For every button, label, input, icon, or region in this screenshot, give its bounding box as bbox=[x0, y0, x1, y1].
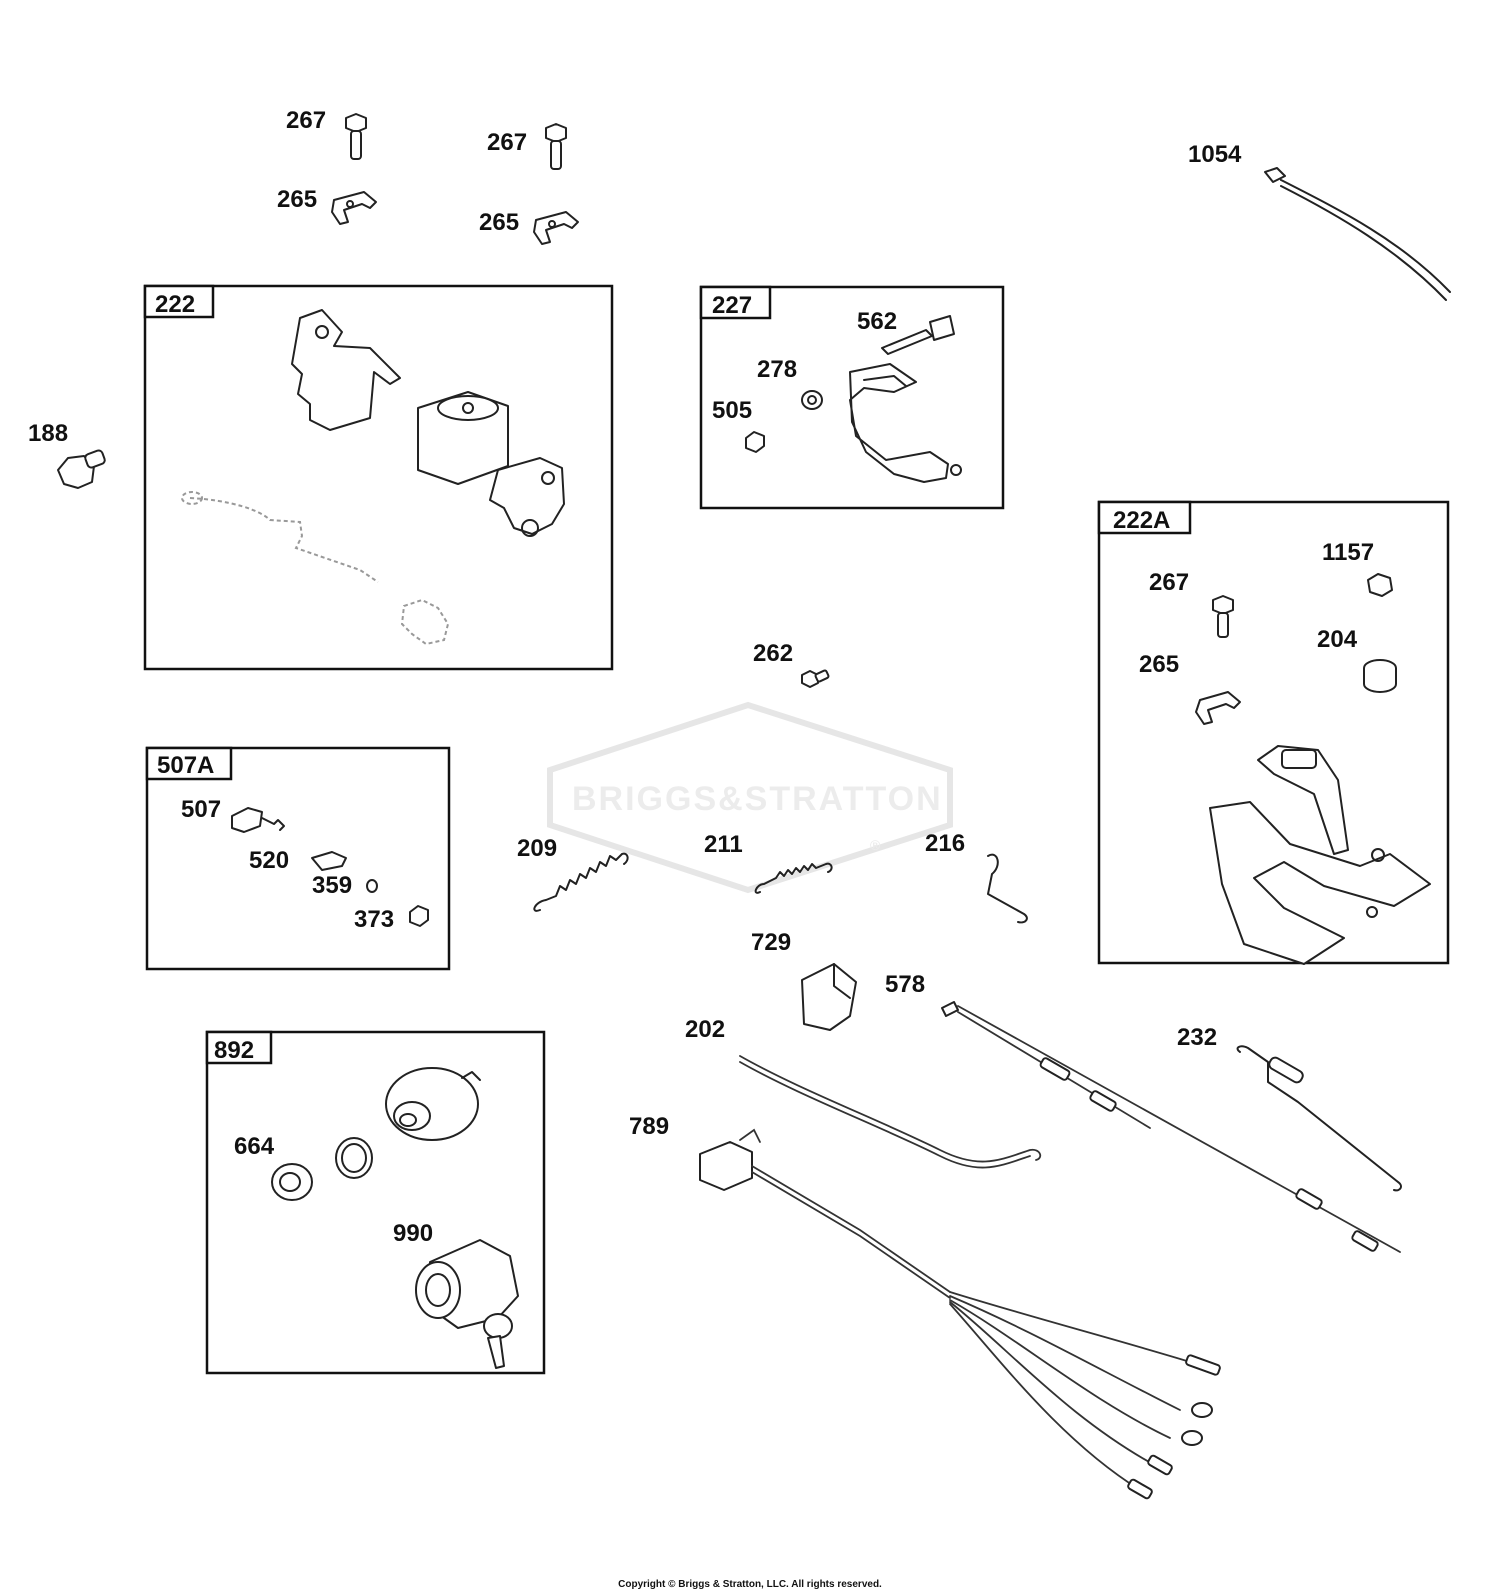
wiring-harness-789-icon bbox=[699, 1128, 1221, 1500]
terminal-507A-parts bbox=[231, 807, 429, 927]
callout-188: 188 bbox=[28, 420, 68, 447]
boot-729-icon bbox=[801, 963, 857, 1031]
callout-267-c: 267 bbox=[1149, 569, 1189, 596]
callout-1054: 1054 bbox=[1188, 141, 1242, 168]
watermark: BRIGGS&STRATTON ® bbox=[547, 701, 953, 894]
group-label-507A: 507A bbox=[157, 752, 214, 779]
callout-216: 216 bbox=[925, 830, 965, 857]
group-892: 892 bbox=[205, 1030, 546, 1375]
group-label-222: 222 bbox=[155, 291, 195, 318]
callout-520: 520 bbox=[249, 847, 289, 874]
screw-icon bbox=[801, 669, 830, 688]
rod-202-icon bbox=[739, 1055, 1042, 1169]
watermark-mark: ® bbox=[870, 837, 882, 853]
bolt-icon bbox=[345, 113, 367, 160]
ignition-switch-892-parts bbox=[271, 1067, 519, 1369]
group-222: 222 bbox=[143, 284, 614, 671]
group-507A: 507A bbox=[145, 746, 451, 971]
spring-232-icon bbox=[1236, 1045, 1402, 1192]
group-label-222A: 222A bbox=[1113, 507, 1170, 534]
callout-507: 507 bbox=[181, 796, 221, 823]
callout-267-a: 267 bbox=[286, 107, 326, 134]
clip-icon bbox=[533, 211, 579, 245]
group-label-227: 227 bbox=[712, 292, 752, 319]
callout-578: 578 bbox=[885, 971, 925, 998]
callout-729: 729 bbox=[751, 929, 791, 956]
copyright-notice: Copyright © Briggs & Stratton, LLC. All … bbox=[618, 1579, 882, 1590]
callout-789: 789 bbox=[629, 1113, 669, 1140]
bolt-icon bbox=[545, 123, 567, 170]
callout-209: 209 bbox=[517, 835, 557, 862]
watermark-text: BRIGGS&STRATTON bbox=[572, 780, 943, 818]
callout-232: 232 bbox=[1177, 1024, 1217, 1051]
link-216-icon bbox=[987, 853, 1028, 924]
callout-1157: 1157 bbox=[1322, 539, 1374, 566]
spring-211-icon bbox=[754, 862, 833, 894]
callout-262: 262 bbox=[753, 640, 793, 667]
callout-265-b: 265 bbox=[479, 209, 519, 236]
throttle-control-222A-parts bbox=[1195, 573, 1431, 965]
callouts: 267 267 265 265 1054 188 562 278 505 115… bbox=[28, 107, 1374, 1247]
cable-tie-icon bbox=[1264, 167, 1451, 301]
cable-578-icon bbox=[941, 1001, 1401, 1253]
group-222A: 222A bbox=[1097, 500, 1450, 965]
callout-267-b: 267 bbox=[487, 129, 527, 156]
callout-505: 505 bbox=[712, 397, 752, 424]
callout-204: 204 bbox=[1317, 626, 1358, 653]
control-bracket-assembly bbox=[181, 309, 565, 646]
callout-359: 359 bbox=[312, 872, 352, 899]
callout-265-c: 265 bbox=[1139, 651, 1179, 678]
callout-278: 278 bbox=[757, 356, 797, 383]
callout-211: 211 bbox=[704, 831, 743, 858]
callout-202: 202 bbox=[685, 1016, 725, 1043]
callout-664: 664 bbox=[234, 1133, 275, 1160]
callout-265-a: 265 bbox=[277, 186, 317, 213]
group-label-892: 892 bbox=[214, 1037, 254, 1064]
callout-373: 373 bbox=[354, 906, 394, 933]
callout-990: 990 bbox=[393, 1220, 433, 1247]
spring-209-icon bbox=[533, 852, 629, 912]
flange-bolt-icon bbox=[57, 449, 106, 489]
group-227: 227 bbox=[699, 285, 1005, 510]
callout-562: 562 bbox=[857, 308, 897, 335]
bracket-227-parts bbox=[745, 315, 962, 483]
clip-icon bbox=[331, 191, 377, 225]
